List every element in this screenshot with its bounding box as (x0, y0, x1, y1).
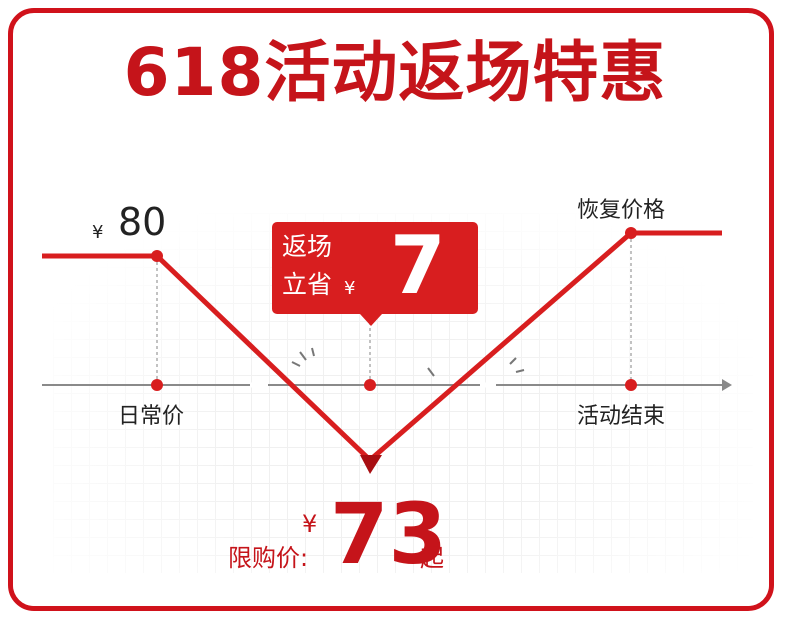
daily-price-yen: ¥ (92, 222, 104, 243)
label-daily-price: 日常价 (118, 404, 185, 429)
savings-badge: 返场 立省 ¥ 7 (272, 219, 478, 326)
point-daily-price (151, 250, 163, 262)
badge-line-return: 返场 (282, 232, 333, 261)
point-restore-price (625, 227, 637, 239)
limited-price-yen: ¥ (302, 510, 318, 538)
axis-arrow (722, 379, 732, 391)
point-end-axis (625, 379, 637, 391)
limited-price-label: 限购价: (228, 544, 309, 572)
price-dip-shadow (360, 455, 382, 474)
burst-marks (291, 347, 525, 377)
badge-line-save: 立省 (282, 270, 333, 299)
limited-price-suffix: 起 (420, 544, 444, 572)
label-restore-price: 恢复价格 (577, 198, 666, 223)
badge-yen: ¥ (344, 278, 356, 299)
badge-savings-value: 7 (390, 219, 446, 312)
limited-price-value: 73 (330, 485, 447, 583)
promo-title: 618活动返场特惠 (123, 34, 667, 111)
point-badge-axis (364, 379, 376, 391)
point-daily-axis (151, 379, 163, 391)
label-event-end: 活动结束 (577, 404, 666, 429)
daily-price-value: 80 (118, 200, 167, 244)
